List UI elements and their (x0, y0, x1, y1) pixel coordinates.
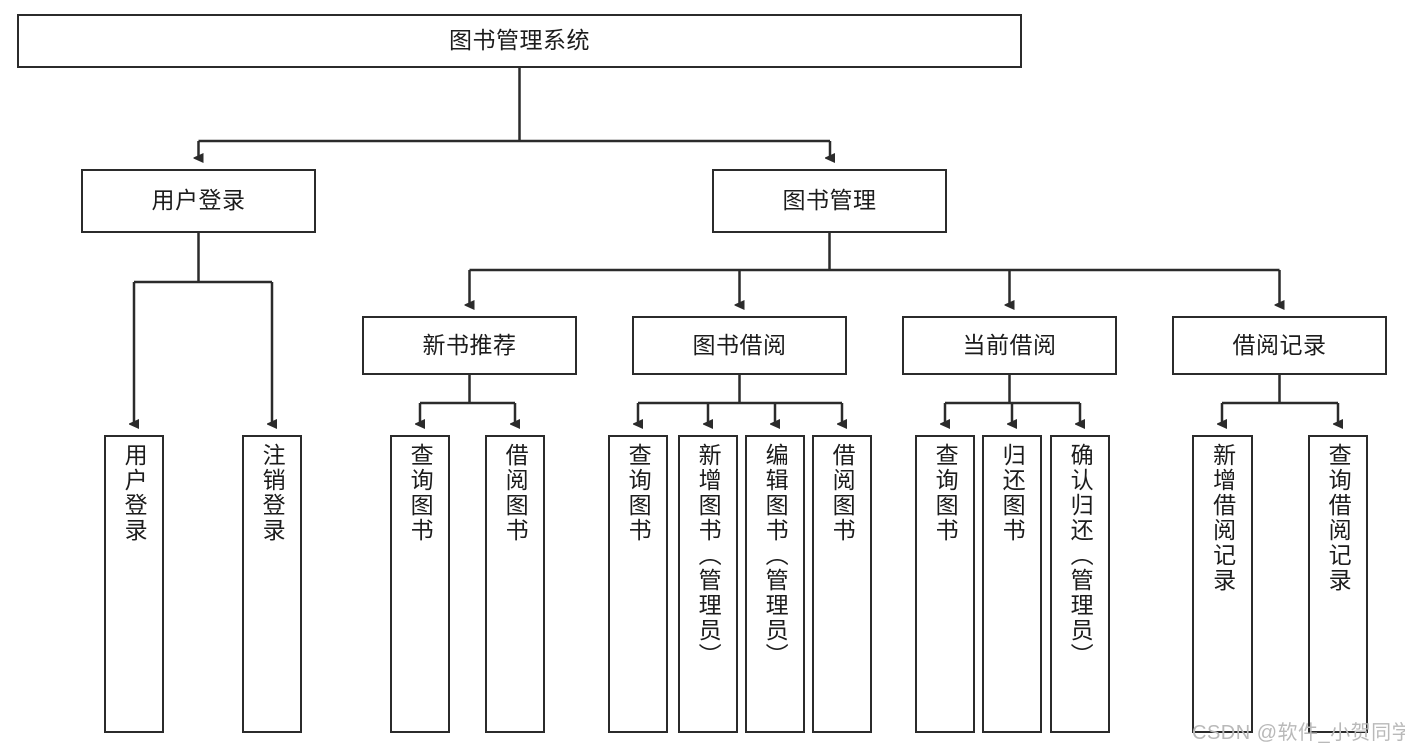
node-leaf-return-book-label: 归还图书 (999, 443, 1026, 543)
node-book-borrow[interactable]: 图书借阅 (632, 316, 847, 375)
node-leaf-borrow-book-2-label: 借阅图书 (829, 443, 856, 543)
node-root-label: 图书管理系统 (449, 27, 590, 54)
node-borrow-record[interactable]: 借阅记录 (1172, 316, 1387, 375)
node-leaf-borrow-book-1-label: 借阅图书 (502, 443, 529, 543)
node-leaf-borrow-book-1[interactable]: 借阅图书 (485, 435, 545, 733)
node-borrow-record-label: 借阅记录 (1232, 331, 1327, 358)
node-current-borrow-label: 当前借阅 (962, 331, 1057, 358)
node-leaf-user-login[interactable]: 用户登录 (104, 435, 164, 733)
node-leaf-query-book-3[interactable]: 查询图书 (915, 435, 975, 733)
node-leaf-query-book-1[interactable]: 查询图书 (390, 435, 450, 733)
node-book-manage[interactable]: 图书管理 (712, 169, 947, 233)
node-leaf-add-book-label: 新增图书（管理员） (695, 443, 722, 668)
node-leaf-confirm-return-label: 确认归还（管理员） (1067, 443, 1094, 668)
node-leaf-logout-label: 注销登录 (259, 443, 286, 543)
node-current-borrow[interactable]: 当前借阅 (902, 316, 1117, 375)
node-new-book-recommend-label: 新书推荐 (422, 331, 517, 358)
node-leaf-borrow-book-2[interactable]: 借阅图书 (812, 435, 872, 733)
node-book-borrow-label: 图书借阅 (692, 331, 787, 358)
node-leaf-add-record[interactable]: 新增借阅记录 (1192, 435, 1253, 733)
node-leaf-query-book-2-label: 查询图书 (625, 443, 652, 543)
node-leaf-return-book[interactable]: 归还图书 (982, 435, 1042, 733)
node-leaf-logout[interactable]: 注销登录 (242, 435, 302, 733)
node-leaf-query-record[interactable]: 查询借阅记录 (1308, 435, 1368, 733)
node-leaf-edit-book-label: 编辑图书（管理员） (762, 443, 789, 668)
node-leaf-query-record-label: 查询借阅记录 (1325, 443, 1352, 593)
node-book-manage-label: 图书管理 (782, 187, 877, 214)
node-user-login[interactable]: 用户登录 (81, 169, 316, 233)
node-leaf-query-book-2[interactable]: 查询图书 (608, 435, 668, 733)
node-user-login-label: 用户登录 (151, 187, 246, 214)
node-leaf-edit-book[interactable]: 编辑图书（管理员） (745, 435, 805, 733)
node-root[interactable]: 图书管理系统 (17, 14, 1022, 68)
node-leaf-confirm-return[interactable]: 确认归还（管理员） (1050, 435, 1110, 733)
node-new-book-recommend[interactable]: 新书推荐 (362, 316, 577, 375)
node-leaf-query-book-3-label: 查询图书 (932, 443, 959, 543)
node-leaf-user-login-label: 用户登录 (121, 443, 148, 543)
watermark: CSDN @软件_小贺同学 (1192, 722, 1405, 744)
node-leaf-query-book-1-label: 查询图书 (407, 443, 434, 543)
node-leaf-add-record-label: 新增借阅记录 (1209, 443, 1236, 593)
node-leaf-add-book[interactable]: 新增图书（管理员） (678, 435, 738, 733)
